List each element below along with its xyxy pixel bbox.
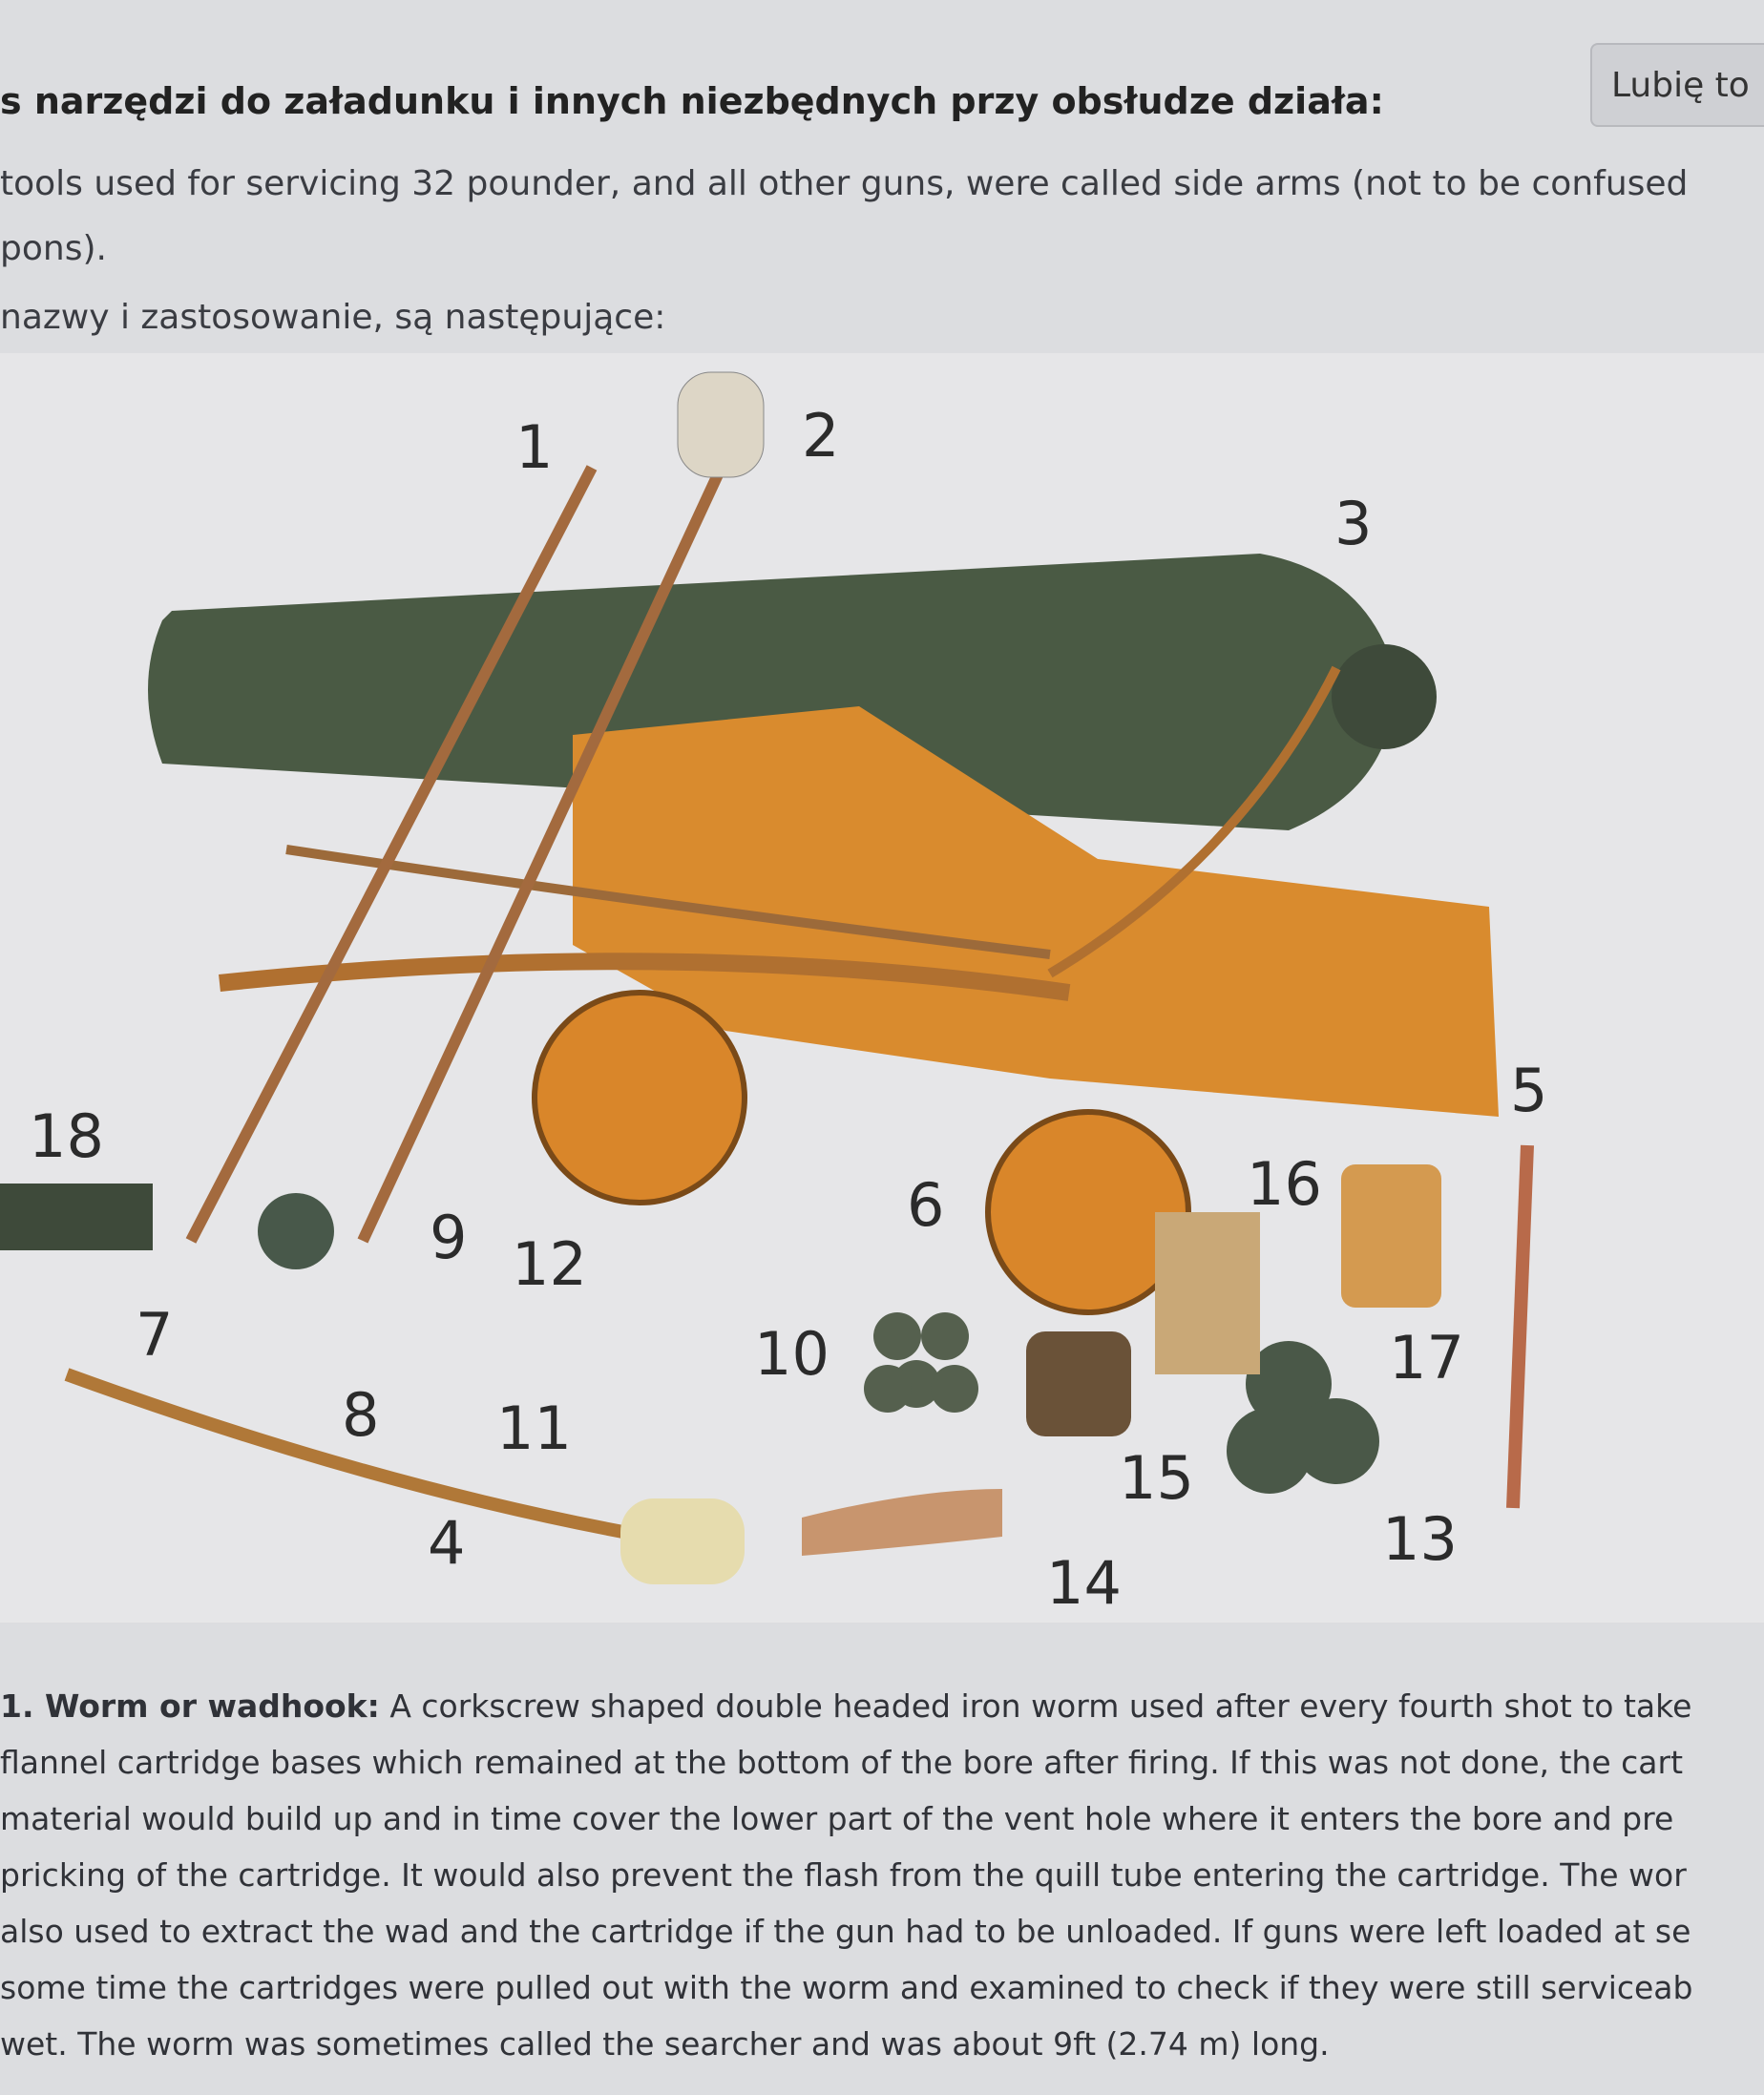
intro-line: tools used for servicing 32 pounder, and… — [0, 164, 1689, 203]
tackle-rope — [285, 845, 1051, 959]
description-line: material would build up and in time cove… — [0, 1800, 1674, 1837]
figure-label: 7 — [136, 1300, 173, 1370]
intro-line: nazwy i zastosowanie, są następujące: — [0, 298, 666, 337]
description-text: A corkscrew shaped double headed iron wo… — [379, 1687, 1692, 1725]
gun-carriage — [573, 706, 1499, 1117]
figure-label: 6 — [907, 1170, 944, 1240]
figure-label: 14 — [1046, 1548, 1122, 1618]
figure-label: 11 — [496, 1393, 572, 1463]
like-button[interactable]: Lubię to — [1590, 43, 1764, 127]
powder-horn — [802, 1489, 1002, 1556]
figure-label: 12 — [512, 1229, 587, 1299]
cannon-side-arms-illustration: 1 2 3 4 5 6 7 8 9 10 11 12 13 14 15 16 1… — [0, 353, 1764, 1623]
figure-label: 2 — [802, 401, 839, 471]
figure-label: 16 — [1247, 1149, 1322, 1219]
rammer — [1506, 1144, 1534, 1509]
rope — [1047, 665, 1341, 978]
grape-shot — [864, 1312, 978, 1413]
sponge-staff — [357, 455, 731, 1244]
figure-label: 17 — [1389, 1323, 1464, 1393]
term: 1. Worm or wadhook: — [0, 1687, 380, 1725]
description-line: some time the cartridges were pulled out… — [0, 1969, 1693, 2006]
description-line: wet. The worm was sometimes called the s… — [0, 2025, 1330, 2063]
wad — [1026, 1331, 1131, 1436]
figure-label: 1 — [515, 412, 553, 482]
rope-sponge-head — [620, 1498, 745, 1584]
cascabel — [1332, 644, 1437, 749]
cartridge — [1341, 1164, 1441, 1308]
figure-label: 15 — [1119, 1443, 1194, 1513]
figure-label: 10 — [754, 1319, 830, 1389]
figure-label: 13 — [1382, 1504, 1458, 1574]
section-heading: s narzędzi do załadunku i innych niezbęd… — [0, 80, 1384, 122]
shot-grommet — [1227, 1341, 1379, 1494]
figure-label: 5 — [1510, 1056, 1547, 1125]
figure-label: 4 — [428, 1508, 465, 1578]
description-line: also used to extract the wad and the car… — [0, 1913, 1691, 1950]
figure-label: 9 — [430, 1203, 467, 1272]
cannon-barrel — [148, 554, 1395, 830]
description-line: pricking of the cartridge. It would also… — [0, 1856, 1687, 1894]
handspike — [0, 1184, 153, 1250]
figure-label: 18 — [29, 1101, 104, 1171]
figure-label: 3 — [1334, 489, 1372, 558]
description-line: flannel cartridge bases which remained a… — [0, 1744, 1684, 1781]
description-line: 1. Worm or wadhook: A corkscrew shaped d… — [0, 1687, 1764, 1725]
rope-sponge — [64, 1368, 651, 1543]
sponge-head — [677, 371, 765, 478]
figure-label: 8 — [342, 1380, 379, 1450]
wheel — [532, 990, 747, 1205]
worm-staff — [185, 465, 598, 1244]
round-shot — [258, 1193, 334, 1269]
intro-line: pons). — [0, 229, 107, 268]
cartridge-case — [1155, 1212, 1260, 1374]
breeching-rope — [219, 953, 1071, 1001]
